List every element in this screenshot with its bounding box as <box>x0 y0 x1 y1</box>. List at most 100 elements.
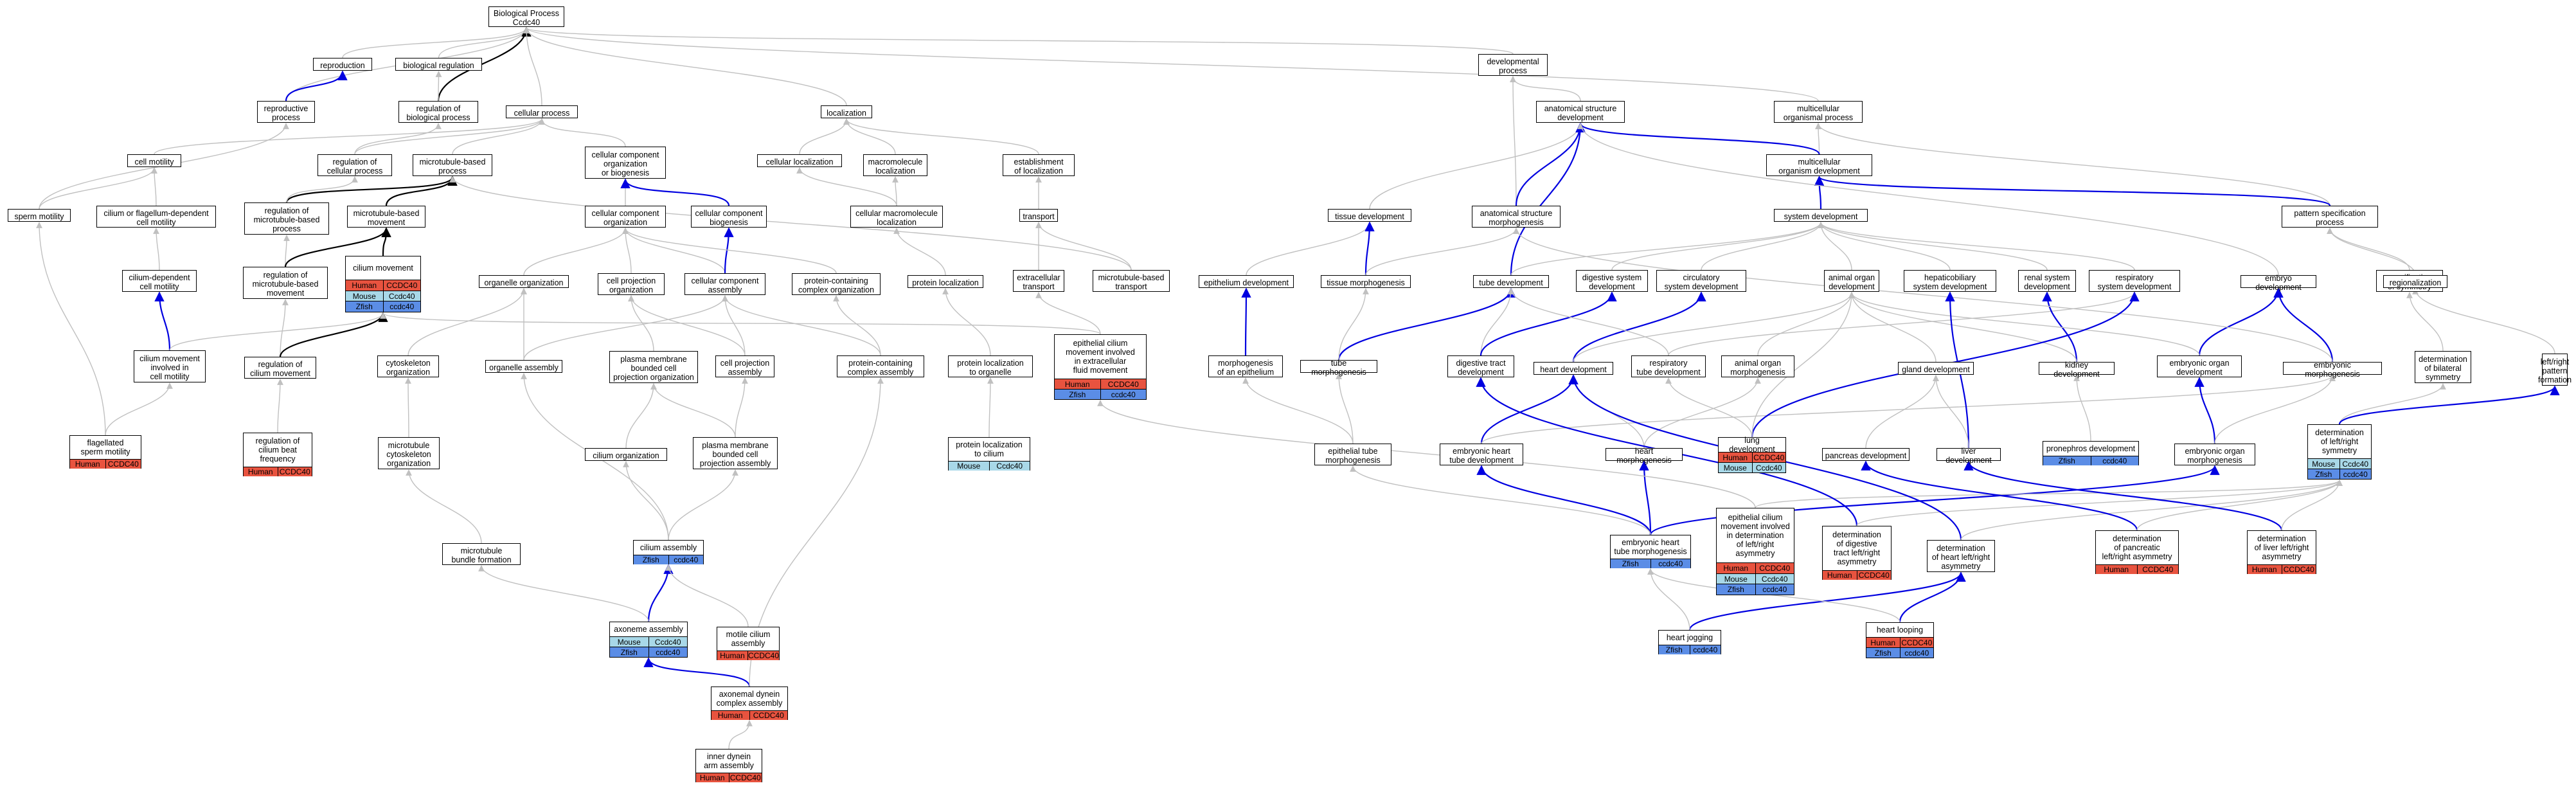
go-term-eod[interactable]: embryonic organ development <box>2157 355 2242 377</box>
go-term-heartmorph[interactable]: heart morphogenesis <box>1606 447 1683 465</box>
go-term-tissmorph[interactable]: tissue morphogenesis <box>1321 275 1411 288</box>
go-term-mbm[interactable]: microtubule-based movement <box>347 206 425 228</box>
go-term-moae[interactable]: morphogenesis of an epithelium <box>1208 355 1283 377</box>
go-term-asm[interactable]: anatomical structure morphogenesis <box>1472 206 1561 228</box>
go-term-mop[interactable]: multicellular organismal process <box>1774 101 1863 123</box>
go-term-cytorg[interactable]: cytoskeleton organization <box>377 355 439 377</box>
go-term-ddtlr[interactable]: determination of digestive tract left/ri… <box>1822 526 1892 580</box>
go-term-cfdcm[interactable]: cilium or flagellum-dependent cell motil… <box>96 206 216 228</box>
go-term-kidneydev[interactable]: kidney development <box>2039 361 2115 379</box>
go-term-heartdev[interactable]: heart development <box>1534 362 1613 375</box>
go-term-protloc[interactable]: protein localization <box>908 275 983 288</box>
go-term-tubedev[interactable]: tube development <box>1473 275 1549 288</box>
go-term-bp[interactable]: Biological Process Ccdc40 <box>488 6 564 27</box>
go-term-pmbcpo[interactable]: plasma membrane bounded cell projection … <box>609 351 698 383</box>
go-term-cellloc[interactable]: cellular localization <box>757 154 842 167</box>
go-term-cml[interactable]: cellular macromolecule localization <box>850 206 943 228</box>
go-term-regcp[interactable]: regulation of cellular process <box>318 154 392 176</box>
go-term-mtcytorg[interactable]: microtubule cytoskeleton organization <box>378 437 440 469</box>
go-term-ccob[interactable]: cellular component organization or bioge… <box>585 147 666 179</box>
go-term-dtd[interactable]: digestive tract development <box>1447 355 1514 377</box>
go-term-local[interactable]: localization <box>821 105 872 118</box>
go-term-ccb[interactable]: cellular component biogenesis <box>691 206 767 228</box>
go-term-dplra[interactable]: determination of pancreatic left/right a… <box>2095 530 2179 574</box>
go-term-pltorg[interactable]: protein localization to organelle <box>948 355 1033 377</box>
go-term-embdev[interactable]: embryo development <box>2241 274 2316 292</box>
go-term-sysdev[interactable]: system development <box>1774 209 1868 222</box>
go-term-tubemorph[interactable]: tube morphogenesis <box>1300 359 1377 377</box>
go-term-cellproc[interactable]: cellular process <box>506 105 578 118</box>
go-term-cmimc[interactable]: cilium movement involved in cell motilit… <box>134 350 206 382</box>
go-term-mod[interactable]: multicellular organism development <box>1766 154 1872 176</box>
go-term-regcm[interactable]: regulation of cilium movement <box>244 357 316 379</box>
go-term-dbs[interactable]: determination of bilateral symmetry <box>2415 351 2471 383</box>
go-term-cdcm[interactable]: cilium-dependent cell motility <box>122 270 197 292</box>
go-term-circsd[interactable]: circulatory system development <box>1656 270 1746 292</box>
go-term-respsd[interactable]: respiratory system development <box>2089 270 2180 292</box>
go-term-regmbm[interactable]: regulation of microtubule-based movement <box>243 267 328 299</box>
go-term-estloc[interactable]: establishment of localization <box>1003 154 1075 176</box>
go-term-rtd[interactable]: respiratory tube development <box>1631 355 1706 377</box>
go-term-cco[interactable]: cellular component organization <box>585 206 666 228</box>
go-term-asd[interactable]: anatomical structure development <box>1536 101 1625 123</box>
go-term-devproc[interactable]: developmental process <box>1478 54 1548 76</box>
go-term-repro[interactable]: reproduction <box>313 58 372 71</box>
go-term-eom[interactable]: embryonic organ morphogenesis <box>2174 444 2255 465</box>
go-term-pcco[interactable]: protein-containing complex organization <box>792 273 881 295</box>
go-term-hsd[interactable]: hepaticobiliary system development <box>1904 270 1996 292</box>
go-term-cilorg[interactable]: cilium organization <box>585 448 667 461</box>
go-term-cellmot[interactable]: cell motility <box>127 154 181 167</box>
go-term-glanddev[interactable]: gland development <box>1898 362 1974 375</box>
go-term-mtbf[interactable]: microtubule bundle formation <box>442 543 521 565</box>
go-term-mbt[interactable]: microtubule-based transport <box>1093 270 1170 292</box>
go-term-pmbcpa[interactable]: plasma membrane bounded cell projection … <box>693 437 778 469</box>
go-term-orgorg[interactable]: organelle organization <box>479 275 569 288</box>
go-term-epitm[interactable]: epithelial tube morphogenesis <box>1314 444 1391 465</box>
go-term-spermmot[interactable]: sperm motility <box>8 209 71 222</box>
go-term-cpo[interactable]: cell projection organization <box>598 273 665 295</box>
go-term-aom[interactable]: animal organ morphogenesis <box>1721 355 1794 377</box>
go-term-lrpf[interactable]: left/right pattern formation <box>2538 354 2572 386</box>
go-term-ehtd[interactable]: embryonic heart tube development <box>1440 444 1523 465</box>
go-term-extrans[interactable]: extracellular transport <box>1013 270 1064 292</box>
go-term-transport[interactable]: transport <box>1019 209 1058 222</box>
go-term-pancdev[interactable]: pancreas development <box>1822 448 1910 461</box>
go-term-cca[interactable]: cellular component assembly <box>684 273 765 295</box>
go-term-dhlra[interactable]: determination of heart left/right asymme… <box>1927 540 1995 572</box>
go-term-orgasm[interactable]: organelle assembly <box>485 360 562 373</box>
go-term-liverdev[interactable]: liver development <box>1936 447 2001 465</box>
go-term-macroloc[interactable]: macromolecule localization <box>863 154 927 176</box>
go-term-tissdev[interactable]: tissue development <box>1328 209 1411 222</box>
go-term-regmbp[interactable]: regulation of microtubule-based process <box>244 202 329 235</box>
go-term-ecmief[interactable]: epithelial cilium movement involved in e… <box>1054 334 1147 400</box>
go-term-ecmdlr[interactable]: epithelial cilium movement involved in d… <box>1716 508 1794 595</box>
go-term-regionaliz[interactable]: regionalization <box>2383 275 2447 288</box>
go-term-aod[interactable]: animal organ development <box>1824 270 1879 292</box>
go-term-embmorph[interactable]: embryonic morphogenesis <box>2283 361 2382 379</box>
go-term-rsd[interactable]: renal system development <box>2018 270 2076 292</box>
go-term-cpa[interactable]: cell projection assembly <box>715 355 774 377</box>
go-term-dllra[interactable]: determination of liver left/right asymme… <box>2247 530 2316 574</box>
go-term-reprop[interactable]: reproductive process <box>257 101 315 123</box>
go-term-bioreg[interactable]: biological regulation <box>395 58 482 71</box>
go-term-mbp[interactable]: microtubule-based process <box>413 154 492 176</box>
go-term-regbp[interactable]: regulation of biological process <box>398 101 478 123</box>
go-term-epidev[interactable]: epithelium development <box>1199 275 1294 288</box>
go-term-dsd[interactable]: digestive system development <box>1576 270 1648 292</box>
go-term-psp[interactable]: pattern specification process <box>2282 206 2378 228</box>
go-term-pcca[interactable]: protein-containing complex assembly <box>837 355 924 377</box>
